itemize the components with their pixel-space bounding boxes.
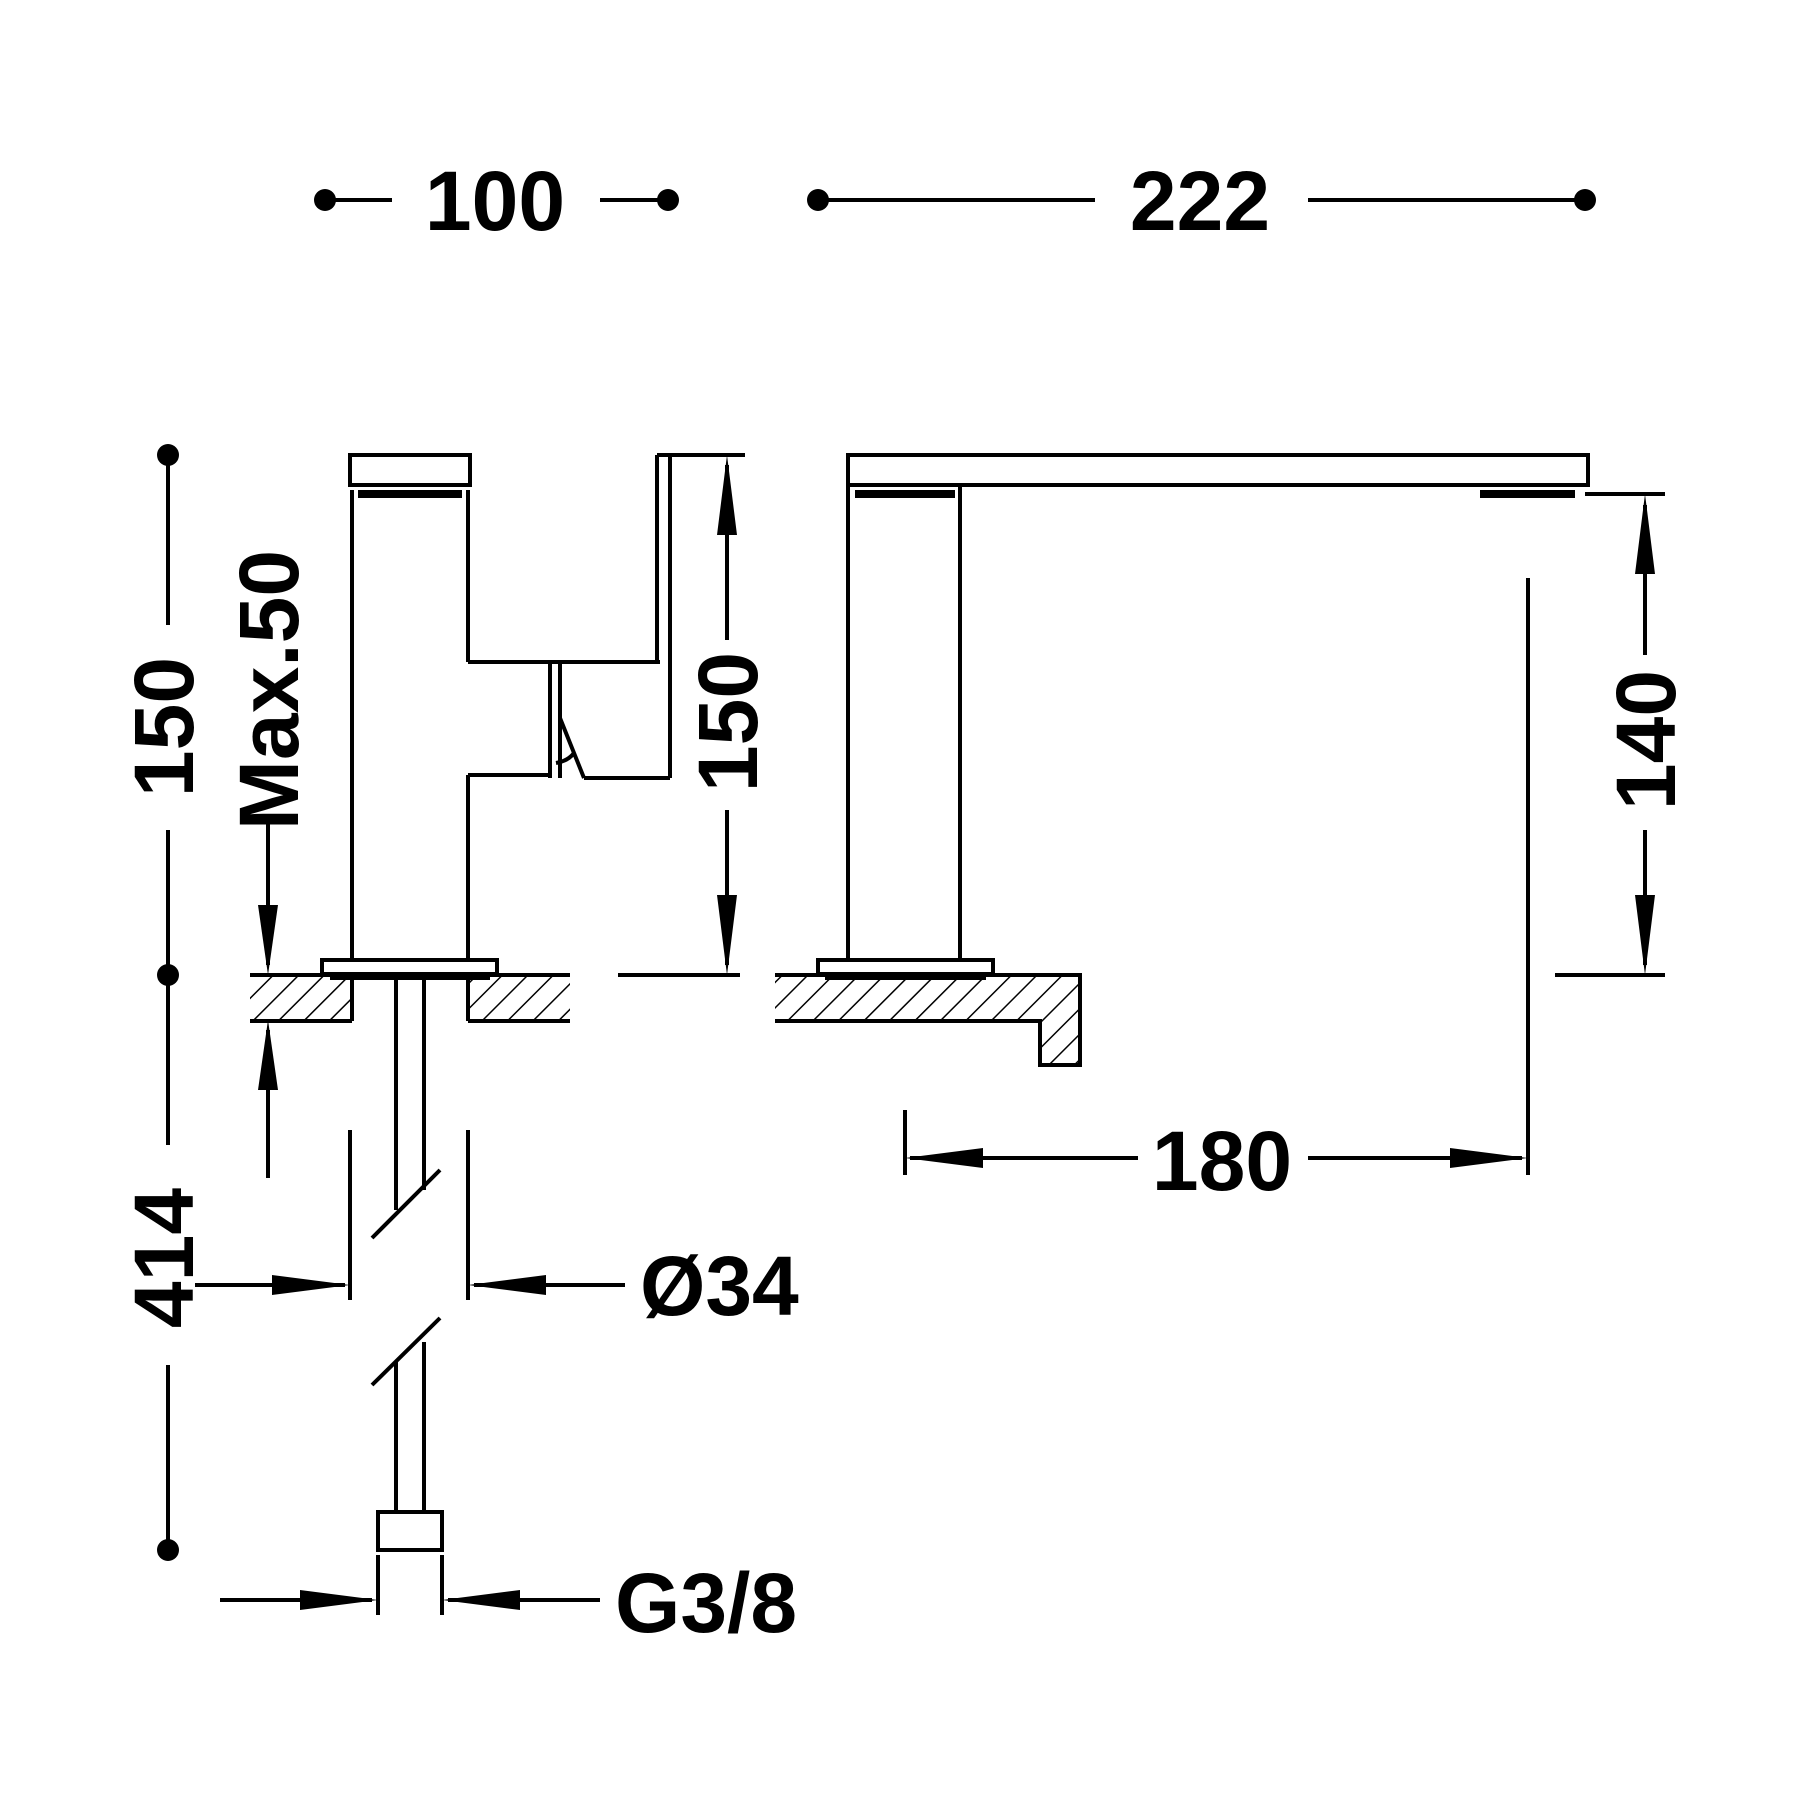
front-view-counter: [250, 973, 740, 1023]
label-100: 100: [425, 154, 565, 248]
label-150-mid: 150: [681, 652, 775, 792]
label-g38: G3/8: [615, 1556, 797, 1650]
dimension-width-100: 100: [314, 154, 679, 248]
side-view-counter: [775, 973, 1082, 1067]
label-222: 222: [1130, 154, 1270, 248]
front-view-faucet: [320, 453, 672, 980]
dimension-max-thickness: Max.50: [222, 550, 316, 1178]
dimension-thread-g38: G3/8: [220, 1555, 797, 1650]
dimension-height-140: 140: [1526, 492, 1693, 1175]
side-view-faucet: [816, 453, 1590, 980]
dimension-height-mid: 150: [670, 453, 775, 975]
dimension-reach-180: 180: [903, 1110, 1528, 1208]
supply-pipe: [348, 980, 470, 1552]
label-150-left: 150: [117, 657, 211, 797]
label-180: 180: [1152, 1114, 1292, 1208]
dimension-diameter-34: Ø34: [195, 1239, 799, 1333]
label-414: 414: [117, 1188, 211, 1328]
label-140: 140: [1599, 670, 1693, 810]
dimension-width-222: 222: [807, 154, 1596, 248]
label-max-50: Max.50: [222, 550, 316, 830]
dimension-height-left: 150 414: [117, 444, 211, 1561]
label-diameter-34: Ø34: [640, 1239, 799, 1333]
